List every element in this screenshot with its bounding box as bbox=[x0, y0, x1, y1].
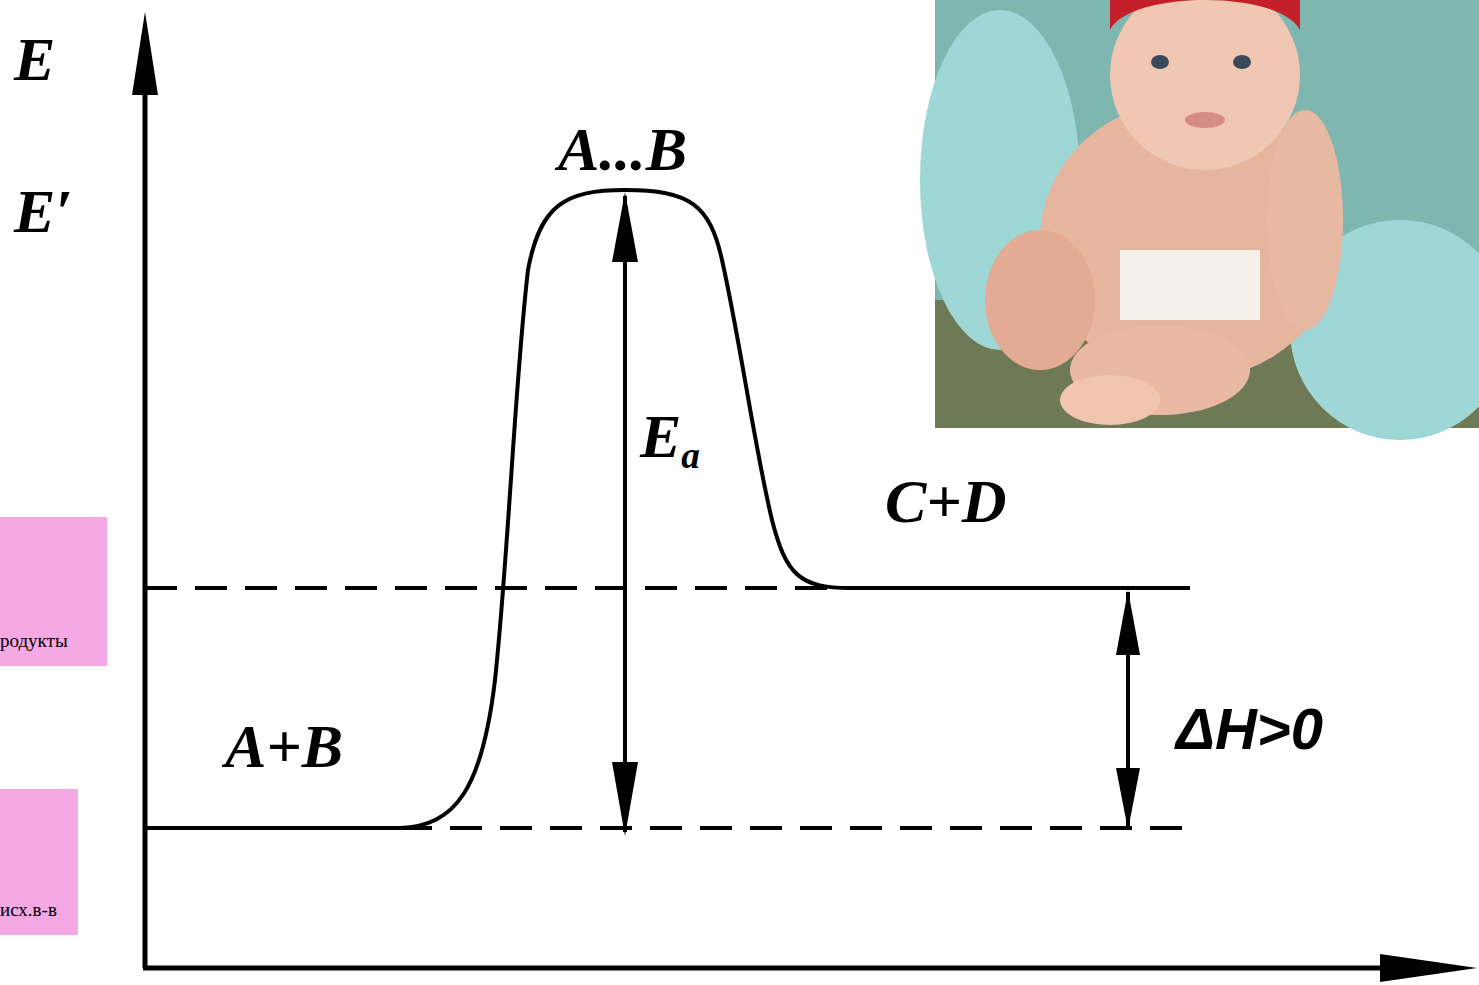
box-text: родукты bbox=[0, 631, 68, 652]
energy-level-label: E′ bbox=[14, 180, 73, 242]
y-axis bbox=[143, 60, 148, 968]
axis-arrowhead bbox=[1380, 954, 1477, 982]
pink-box: родукты bbox=[0, 517, 107, 666]
box-text: исх.в-в bbox=[0, 900, 57, 921]
x-axis bbox=[143, 966, 1400, 971]
arrowhead bbox=[612, 192, 638, 262]
baby-photo bbox=[920, 0, 1479, 440]
arrowhead bbox=[1116, 590, 1140, 655]
arrowhead bbox=[1116, 768, 1140, 830]
reactant-level bbox=[400, 826, 1190, 830]
activation-energy: Ea bbox=[640, 405, 700, 467]
energy-curve bbox=[145, 190, 1190, 828]
enthalpy-label: ΔH>0 bbox=[1176, 700, 1323, 758]
products-label: C+D bbox=[885, 470, 1006, 532]
ea-arrow bbox=[623, 196, 627, 832]
reactants-label: A+B bbox=[225, 715, 343, 777]
axis-label: E bbox=[14, 28, 55, 90]
pink-box: исх.в-в bbox=[0, 789, 78, 935]
arrowhead bbox=[612, 762, 638, 836]
transition-state: A...B bbox=[558, 118, 687, 180]
axis-arrowhead bbox=[132, 12, 158, 95]
